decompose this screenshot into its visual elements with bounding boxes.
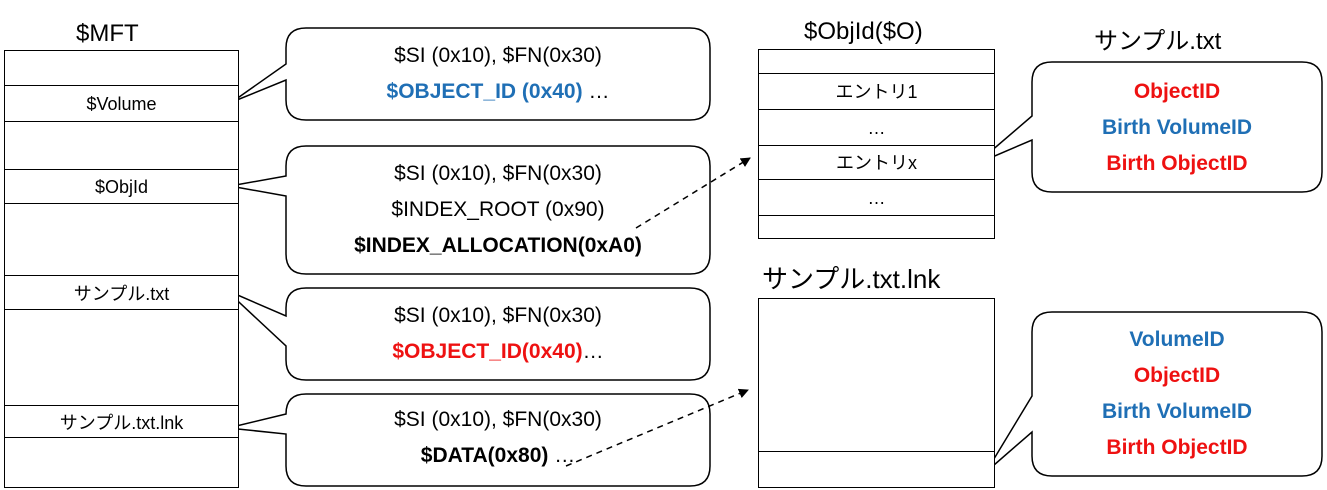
index-row-line — [759, 73, 994, 74]
ellipsis: … — [582, 80, 610, 103]
bubble-sample-txt-line1: $SI (0x10), $FN(0x30) — [394, 304, 602, 327]
lnk-row-line — [759, 451, 994, 452]
bubble-sample-lnk-shape — [227, 393, 711, 487]
index-row-line — [759, 109, 994, 110]
mft-row-line — [5, 85, 238, 86]
bubble-volume-line1: $SI (0x10), $FN(0x30) — [394, 44, 602, 67]
index-entry-x: エントリx — [836, 153, 917, 173]
mft-entry-volume: $Volume — [86, 94, 157, 114]
objid-index-title: $ObjId($O) — [804, 18, 923, 45]
bubble-volume-text: $SI (0x10), $FN(0x30) $OBJECT_ID (0x40) … — [286, 38, 710, 110]
bubble-objid-line3: $INDEX_ALLOCATION(0xA0) — [354, 234, 642, 257]
lnk-file-box — [758, 298, 995, 488]
mft-row-line — [5, 275, 238, 276]
index-ellipsis-1: … — [867, 118, 886, 138]
mft-row-line — [5, 121, 238, 122]
bubble-objid-shape — [229, 145, 711, 275]
index-entry-1: エントリ1 — [835, 82, 918, 102]
objid-index-table: エントリ1 … エントリx … — [758, 49, 995, 239]
ellipsis: … — [582, 340, 604, 363]
bubble-objid-line2: $INDEX_ROOT (0x90) — [391, 198, 605, 221]
sample-txt-attrs: ObjectID Birth VolumeID Birth ObjectID — [1032, 74, 1322, 182]
attr-birth-volume-id: Birth VolumeID — [1101, 400, 1253, 423]
mft-row-line — [5, 309, 238, 310]
mft-entry-sample-lnk: サンプル.txt.lnk — [59, 413, 184, 433]
sample-txt-title: サンプル.txt — [1094, 28, 1222, 55]
bubble-objid-text: $SI (0x10), $FN(0x30) $INDEX_ROOT (0x90)… — [286, 156, 710, 264]
object-id-attr-red: $OBJECT_ID(0x40) — [392, 340, 583, 363]
bubble-lnk-attrs-shape — [985, 311, 1323, 477]
lnk-title: サンプル.txt.lnk — [762, 264, 941, 294]
bubble-sample-txt-text: $SI (0x10), $FN(0x30) $OBJECT_ID(0x40)… — [286, 298, 710, 370]
mft-row-line — [5, 169, 238, 170]
mft-entry-sample-txt: サンプル.txt — [73, 284, 170, 304]
bubble-volume-line2: $OBJECT_ID (0x40) … — [286, 74, 710, 110]
bubble-sample-lnk-line2: $DATA(0x80) … — [286, 438, 710, 474]
mft-table: $Volume $ObjId サンプル.txt サンプル.txt.lnk — [4, 50, 239, 488]
index-row-line — [759, 179, 994, 180]
bubble-objid-line1: $SI (0x10), $FN(0x30) — [394, 162, 602, 185]
bubble-sample-txt-shape — [225, 287, 711, 381]
lnk-attrs: VolumeID ObjectID Birth VolumeID Birth O… — [1032, 322, 1322, 466]
index-row-line — [759, 215, 994, 216]
dashed-arrow-index-allocation — [635, 157, 751, 229]
mft-entry-objid: $ObjId — [94, 177, 149, 197]
attr-birth-object-id: Birth ObjectID — [1106, 436, 1248, 459]
attr-object-id: ObjectID — [1133, 364, 1221, 387]
mft-row-line — [5, 405, 238, 406]
mft-title: $MFT — [76, 20, 139, 47]
ellipsis: … — [548, 444, 576, 467]
index-ellipsis-2: … — [867, 188, 886, 208]
mft-row-line — [5, 437, 238, 438]
bubble-volume-shape — [231, 27, 711, 121]
bubble-sample-txt-attrs-shape — [975, 61, 1323, 193]
object-id-attr-blue: $OBJECT_ID (0x40) — [386, 80, 583, 103]
attr-object-id: ObjectID — [1133, 80, 1221, 103]
bubble-sample-txt-line2: $OBJECT_ID(0x40)… — [286, 334, 710, 370]
bubble-sample-lnk-text: $SI (0x10), $FN(0x30) $DATA(0x80) … — [286, 402, 710, 474]
attr-volume-id: VolumeID — [1129, 328, 1225, 351]
index-row-line — [759, 145, 994, 146]
attr-birth-object-id: Birth ObjectID — [1106, 152, 1248, 175]
mft-row-line — [5, 203, 238, 204]
attr-birth-volume-id: Birth VolumeID — [1101, 116, 1253, 139]
bubble-sample-lnk-line1: $SI (0x10), $FN(0x30) — [394, 408, 602, 431]
data-attr: $DATA(0x80) — [420, 444, 549, 467]
